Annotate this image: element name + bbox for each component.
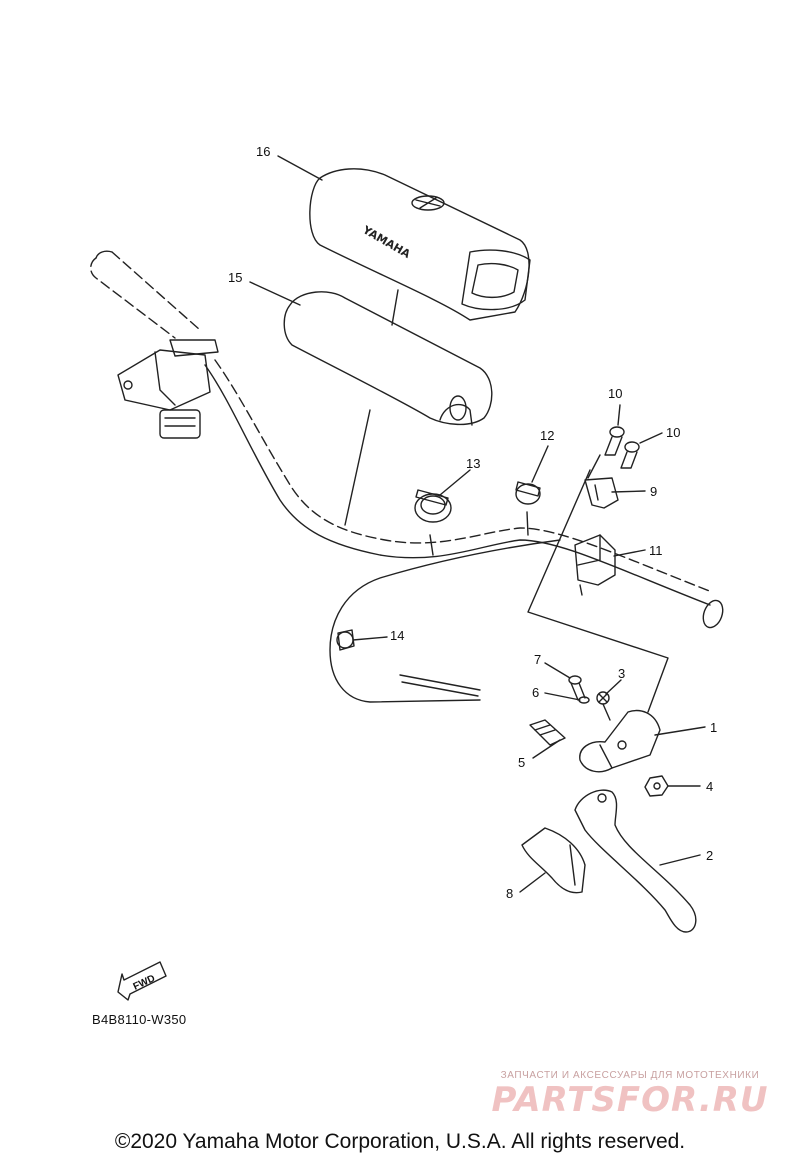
adjuster-bolt-5 xyxy=(529,719,566,746)
callout-4: 4 xyxy=(706,779,713,794)
guide-lines xyxy=(527,469,669,713)
fwd-arrow-icon xyxy=(117,961,167,1001)
callout-9: 9 xyxy=(650,484,657,499)
copyright-notice: ©2020 Yamaha Motor Corporation, U.S.A. A… xyxy=(114,1130,686,1153)
watermark-logo: PARTSFOR.RU xyxy=(491,1080,769,1120)
screws-10 xyxy=(604,426,640,469)
lever-2 xyxy=(574,789,697,933)
screw-3 xyxy=(596,691,611,721)
watermark-tagline: ЗАПЧАСТИ И АКСЕССУАРЫ ДЛЯ МОТОТЕХНИКИ xyxy=(500,1070,760,1081)
bolt-7 xyxy=(568,675,586,701)
band-13 xyxy=(414,489,452,523)
callout-10-a: 10 xyxy=(608,386,622,401)
watermark: ЗАПЧАСТИ И АКСЕССУАРЫ ДЛЯ МОТОТЕХНИКИ PA… xyxy=(470,1070,790,1119)
callout-11: 11 xyxy=(649,543,663,558)
lever-bracket-1 xyxy=(579,709,661,773)
lever-cover-8 xyxy=(521,827,586,894)
callout-12: 12 xyxy=(540,428,554,443)
callout-5: 5 xyxy=(518,755,525,770)
cable xyxy=(329,539,561,703)
holder-9 xyxy=(584,477,619,509)
callout-labels: 1 2 3 4 5 6 7 8 9 10 10 11 12 13 14 15 1… xyxy=(228,144,717,901)
callout-2: 2 xyxy=(706,848,713,863)
callout-1: 1 xyxy=(710,720,717,735)
band-12 xyxy=(515,481,541,505)
cover-11 xyxy=(574,534,616,596)
fwd-label: FWD xyxy=(132,973,157,993)
handlebar-pad-15 xyxy=(283,291,493,426)
diagram-code: B4B8110-W350 xyxy=(92,1012,187,1027)
callout-7: 7 xyxy=(534,652,541,667)
callout-14: 14 xyxy=(390,628,404,643)
callout-3: 3 xyxy=(618,666,625,681)
clamp-14 xyxy=(336,629,355,651)
callout-16: 16 xyxy=(256,144,270,159)
callout-13: 13 xyxy=(466,456,480,471)
left-clamp xyxy=(117,339,219,439)
leader-lines xyxy=(249,155,706,893)
callout-6: 6 xyxy=(532,685,539,700)
nut-4 xyxy=(644,775,669,797)
callout-10-b: 10 xyxy=(666,425,680,440)
yamaha-logo-text: YAMAHA xyxy=(360,223,413,261)
handlebar xyxy=(90,250,724,629)
callout-15: 15 xyxy=(228,270,242,285)
callout-8: 8 xyxy=(506,886,513,901)
